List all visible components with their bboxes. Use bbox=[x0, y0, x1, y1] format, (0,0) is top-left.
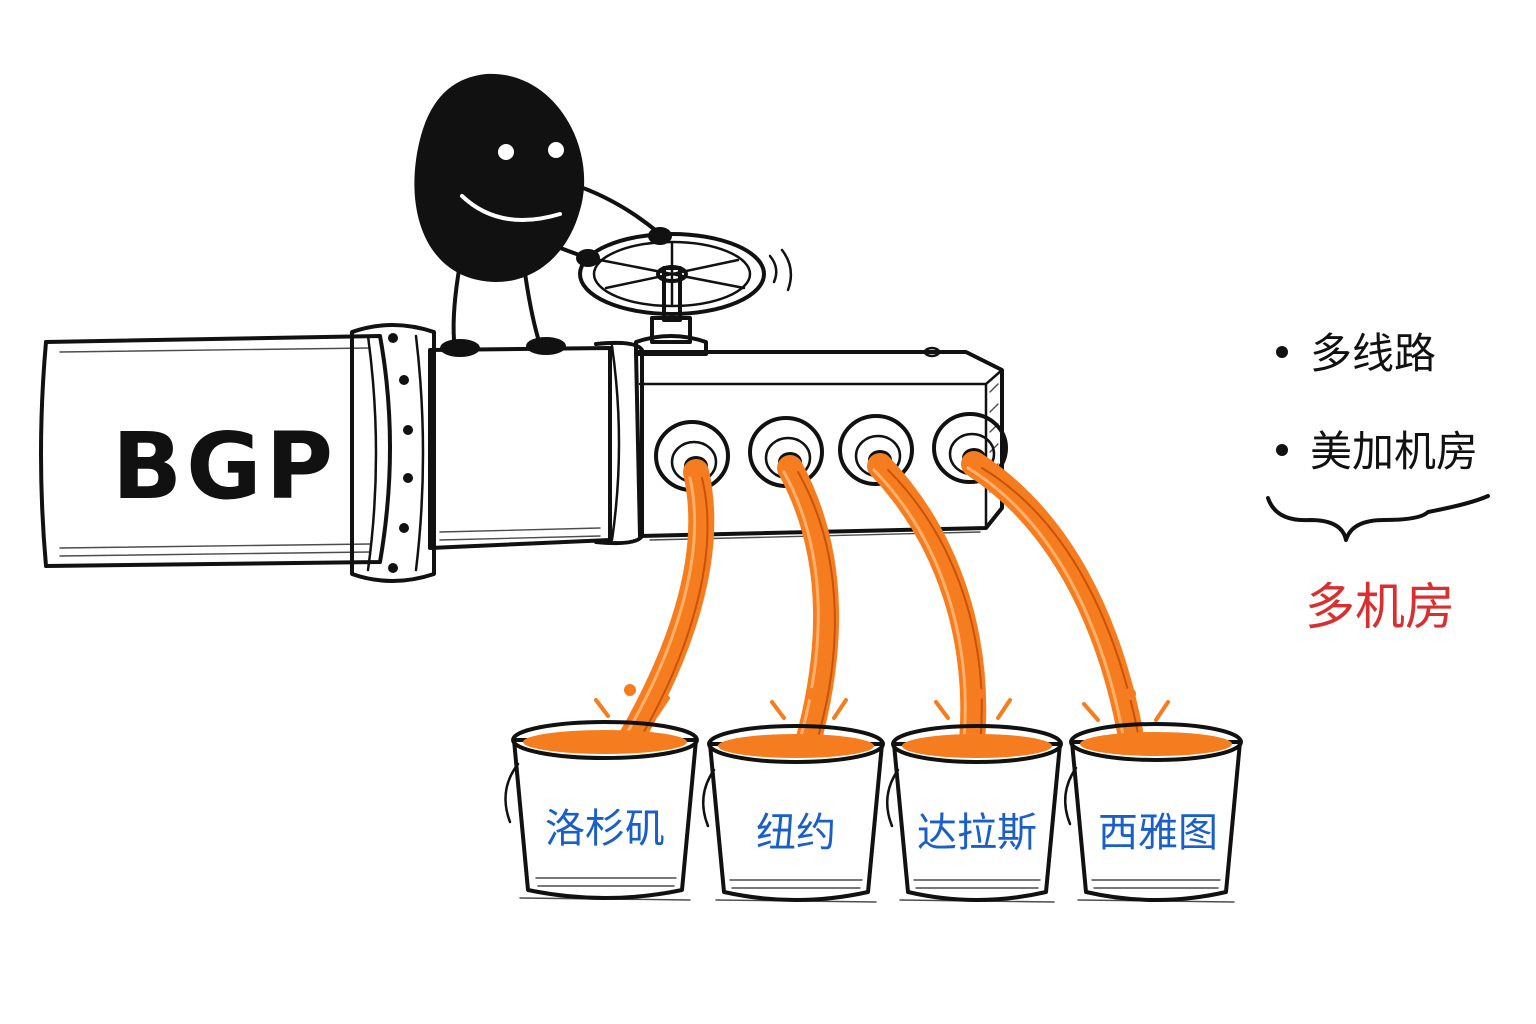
bucket-label-new-york: 纽约 bbox=[756, 810, 836, 856]
summary-multi-datacenter: 多机房 bbox=[1305, 578, 1455, 636]
bucket-icon bbox=[701, 724, 885, 903]
black-blob-character-icon bbox=[414, 73, 672, 357]
bullet-dot bbox=[1276, 346, 1288, 358]
curly-brace-icon bbox=[1266, 494, 1490, 542]
bucket-label-los-angeles: 洛杉矶 bbox=[545, 806, 665, 852]
valve-wheel-icon bbox=[578, 232, 793, 356]
bucket-icon bbox=[1063, 722, 1243, 903]
bucket-label-dallas: 达拉斯 bbox=[917, 810, 1037, 856]
flow-stream bbox=[777, 455, 840, 755]
bgp-pipe: BGP bbox=[39, 323, 644, 583]
bullet-dot bbox=[1276, 444, 1288, 456]
bucket-icon bbox=[885, 724, 1063, 903]
traffic-flows bbox=[617, 451, 1145, 755]
pipe-flange bbox=[350, 323, 436, 583]
datacenter-buckets: 洛杉矶 纽约 达拉斯 西雅图 bbox=[504, 720, 1243, 903]
flow-stream bbox=[617, 459, 715, 753]
notes-panel: 多线路 美加机房 多机房 bbox=[1266, 329, 1490, 636]
bullet-multi-line: 多线路 bbox=[1310, 329, 1436, 378]
flow-stream bbox=[961, 451, 1145, 755]
bullet-us-canada-datacenter: 美加机房 bbox=[1310, 427, 1478, 476]
flow-stream bbox=[867, 453, 987, 755]
pipe-label: BGP bbox=[112, 413, 337, 520]
bucket-icon bbox=[504, 720, 699, 901]
bucket-label-seattle: 西雅图 bbox=[1098, 810, 1218, 856]
splash-marks bbox=[594, 684, 1170, 722]
